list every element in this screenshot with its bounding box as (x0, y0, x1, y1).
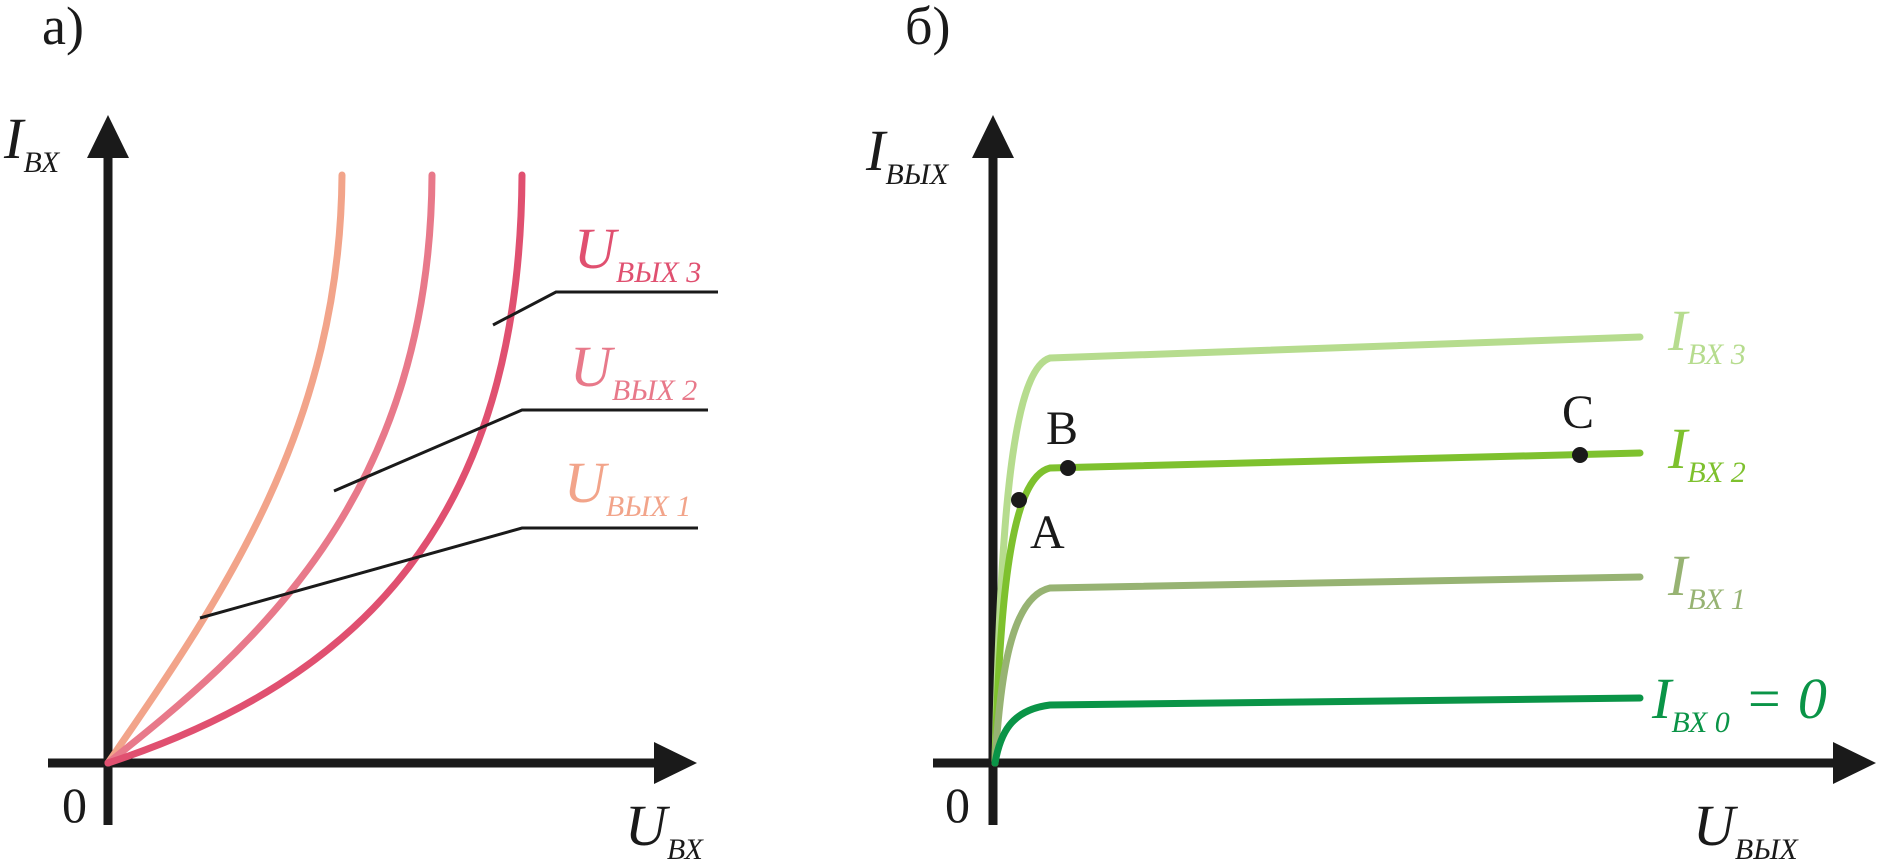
panel-b-point-c-label: C (1562, 386, 1594, 439)
panel-b-curve-i-in-0 (991, 694, 1644, 767)
panel-a-label-u-out-1: UВЫХ 1 (564, 450, 691, 523)
panel-b-label: б) (905, 0, 950, 56)
panel-b-label-i-in-1: IВХ 1 (1667, 543, 1746, 616)
panel-b-origin-label: 0 (945, 777, 970, 833)
panel-a-curve-u-out-3 (104, 171, 526, 767)
panel-b-point-a-label: A (1030, 506, 1065, 559)
panel-b-label-i-in-0: IВХ 0 = 0 (1651, 666, 1827, 739)
panel-b-y-arrow (972, 115, 1014, 158)
panel-b: б) 0 IВЫХ UВЫХ A B C IВХ 3 IВХ 2 IВХ 1 I… (865, 0, 1876, 865)
panel-a-curve-u-out-1 (104, 171, 346, 767)
panel-a-label: а) (42, 0, 84, 56)
panel-b-x-axis-label: UВЫХ (1693, 793, 1799, 865)
panel-b-point-b-label: B (1046, 402, 1078, 455)
panel-a-origin-label: 0 (62, 777, 87, 833)
panel-a-curve-u-out-2 (104, 171, 436, 767)
panel-a-leader-u-out-1 (199, 526, 698, 620)
panel-b-point-a (1011, 492, 1027, 508)
panel-b-label-i-in-3: IВХ 3 (1667, 298, 1746, 371)
panel-a-x-arrow (654, 742, 697, 784)
panel-b-x-arrow (1833, 742, 1876, 784)
panel-a-label-u-out-3: UВЫХ 3 (574, 216, 701, 289)
panel-a-y-arrow (87, 115, 129, 158)
panel-a-leader-u-out-3 (492, 290, 718, 327)
panel-b-label-i-in-2: IВХ 2 (1667, 416, 1746, 489)
panel-a-label-u-out-2: UВЫХ 2 (570, 334, 697, 407)
panel-a-leader-u-out-2 (333, 408, 708, 493)
panel-b-curve-i-in-2 (991, 449, 1644, 767)
panel-b-y-axis-label: IВЫХ (865, 118, 950, 191)
panel-b-curve-i-in-1 (991, 573, 1644, 767)
panel-b-point-b (1060, 460, 1076, 476)
panel-b-point-c (1572, 447, 1588, 463)
panel-a-x-axis-label: UВХ (625, 793, 704, 865)
panel-a-y-axis-label: IВХ (3, 106, 61, 179)
panel-a: а) 0 IВХ UВХ UВЫХ 3 UВЫХ 2 UВЫХ 1 (3, 0, 718, 865)
